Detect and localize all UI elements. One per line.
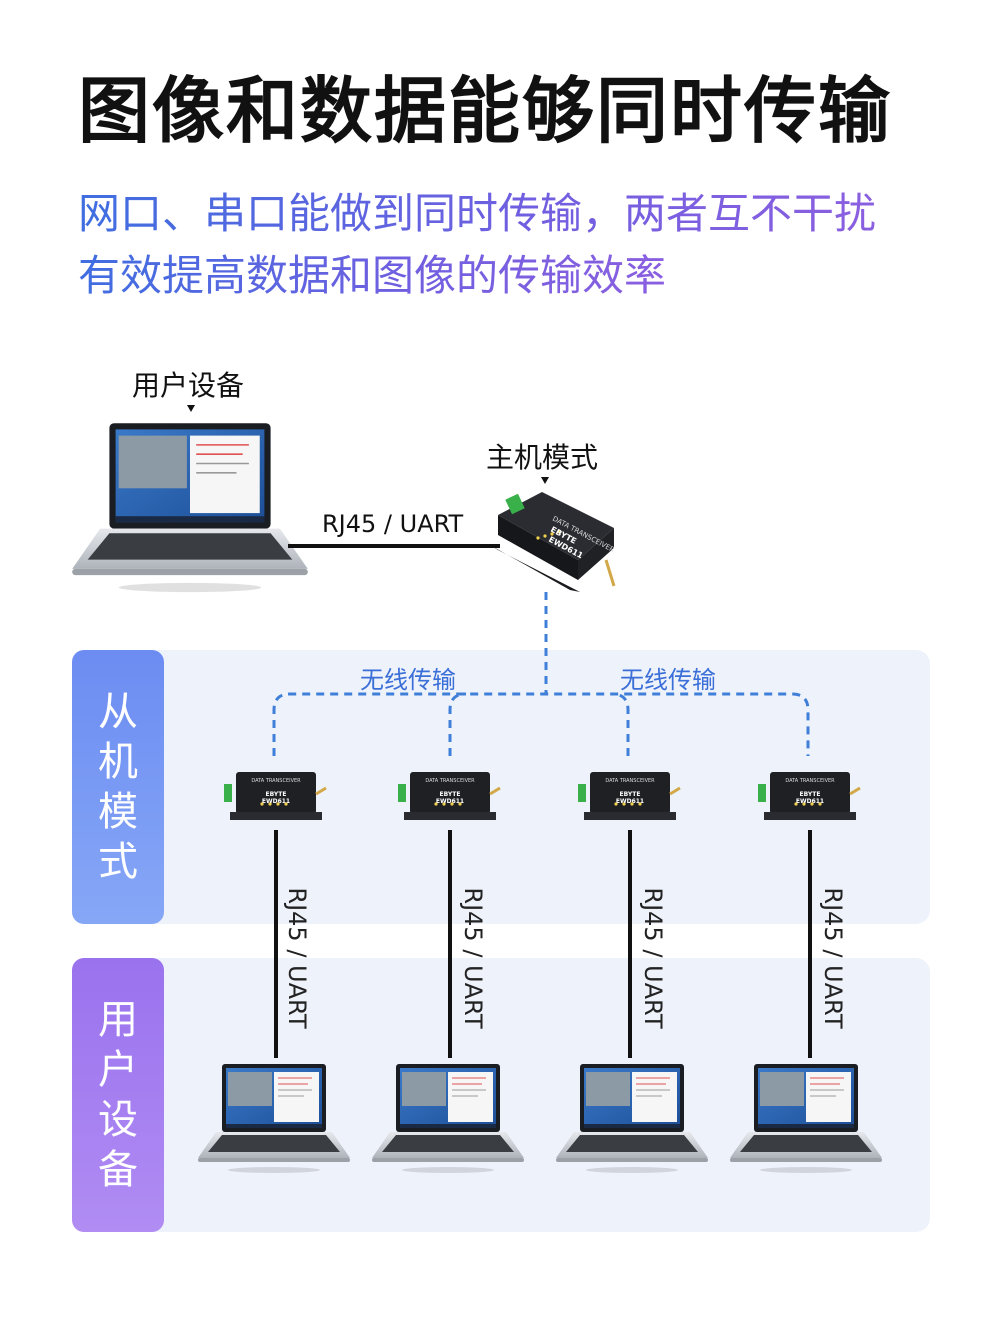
- slave-device-model: EWD611: [436, 798, 464, 805]
- slave-mode-tab: 从 机 模 式: [72, 650, 164, 924]
- wireless-label-left: 无线传输: [360, 666, 456, 694]
- user-laptop: [555, 1063, 709, 1174]
- user-tab-char: 用: [98, 997, 138, 1043]
- host-user-label: 用户设备: [132, 369, 245, 402]
- slave-tab-char: 式: [98, 839, 138, 885]
- user-laptop: [729, 1063, 883, 1174]
- subtitle-line-1: 网口、串口能做到同时传输，两者互不干扰: [78, 180, 876, 241]
- user-tab-char: 备: [98, 1147, 138, 1193]
- slave-device-brand: EBYTE: [800, 791, 821, 798]
- subtitle-line-2: 有效提高数据和图像的传输效率: [78, 242, 666, 303]
- slave-tab-char: 从: [98, 689, 138, 735]
- user-device-tab: 用 户 设 备: [72, 958, 164, 1232]
- slave-device-model: EWD611: [262, 798, 290, 805]
- slave-device-brand: EBYTE: [266, 791, 287, 798]
- host-transceiver: DATA TRANSCEIVER EBYTE EWD611: [490, 492, 616, 592]
- user-tab-char: 户: [98, 1047, 138, 1093]
- slave-link-label: RJ45 / UART: [283, 887, 311, 1029]
- slave-link-label: RJ45 / UART: [459, 887, 487, 1029]
- slave-device-model: EWD611: [616, 798, 644, 805]
- host-mode-arrow: [541, 477, 549, 484]
- slave-link-label: RJ45 / UART: [819, 887, 847, 1029]
- slave-device-title: DATA TRANSCEIVER: [425, 778, 475, 784]
- wireless-links: [272, 592, 810, 756]
- user-laptop: [197, 1063, 351, 1174]
- slave-tab-char: 模: [98, 789, 138, 835]
- slave-device-brand: EBYTE: [620, 791, 641, 798]
- wired-links: [274, 830, 812, 1058]
- host-user-arrow: [187, 405, 195, 412]
- slave-device-title: DATA TRANSCEIVER: [251, 778, 301, 784]
- slave-device-brand: EBYTE: [440, 791, 461, 798]
- slave-device-model: EWD611: [796, 798, 824, 805]
- slave-device-title: DATA TRANSCEIVER: [605, 778, 655, 784]
- slave-tab-char: 机: [98, 739, 138, 785]
- host-laptop: [71, 422, 309, 593]
- wireless-label-right: 无线传输: [620, 666, 716, 694]
- host-link-label: RJ45 / UART: [322, 510, 464, 538]
- user-laptop: [371, 1063, 525, 1174]
- slave-link-label: RJ45 / UART: [639, 887, 667, 1029]
- page-title: 图像和数据能够同时传输: [78, 69, 893, 153]
- host-mode-label: 主机模式: [486, 441, 599, 474]
- user-tab-char: 设: [98, 1097, 138, 1143]
- slave-device-title: DATA TRANSCEIVER: [785, 778, 835, 784]
